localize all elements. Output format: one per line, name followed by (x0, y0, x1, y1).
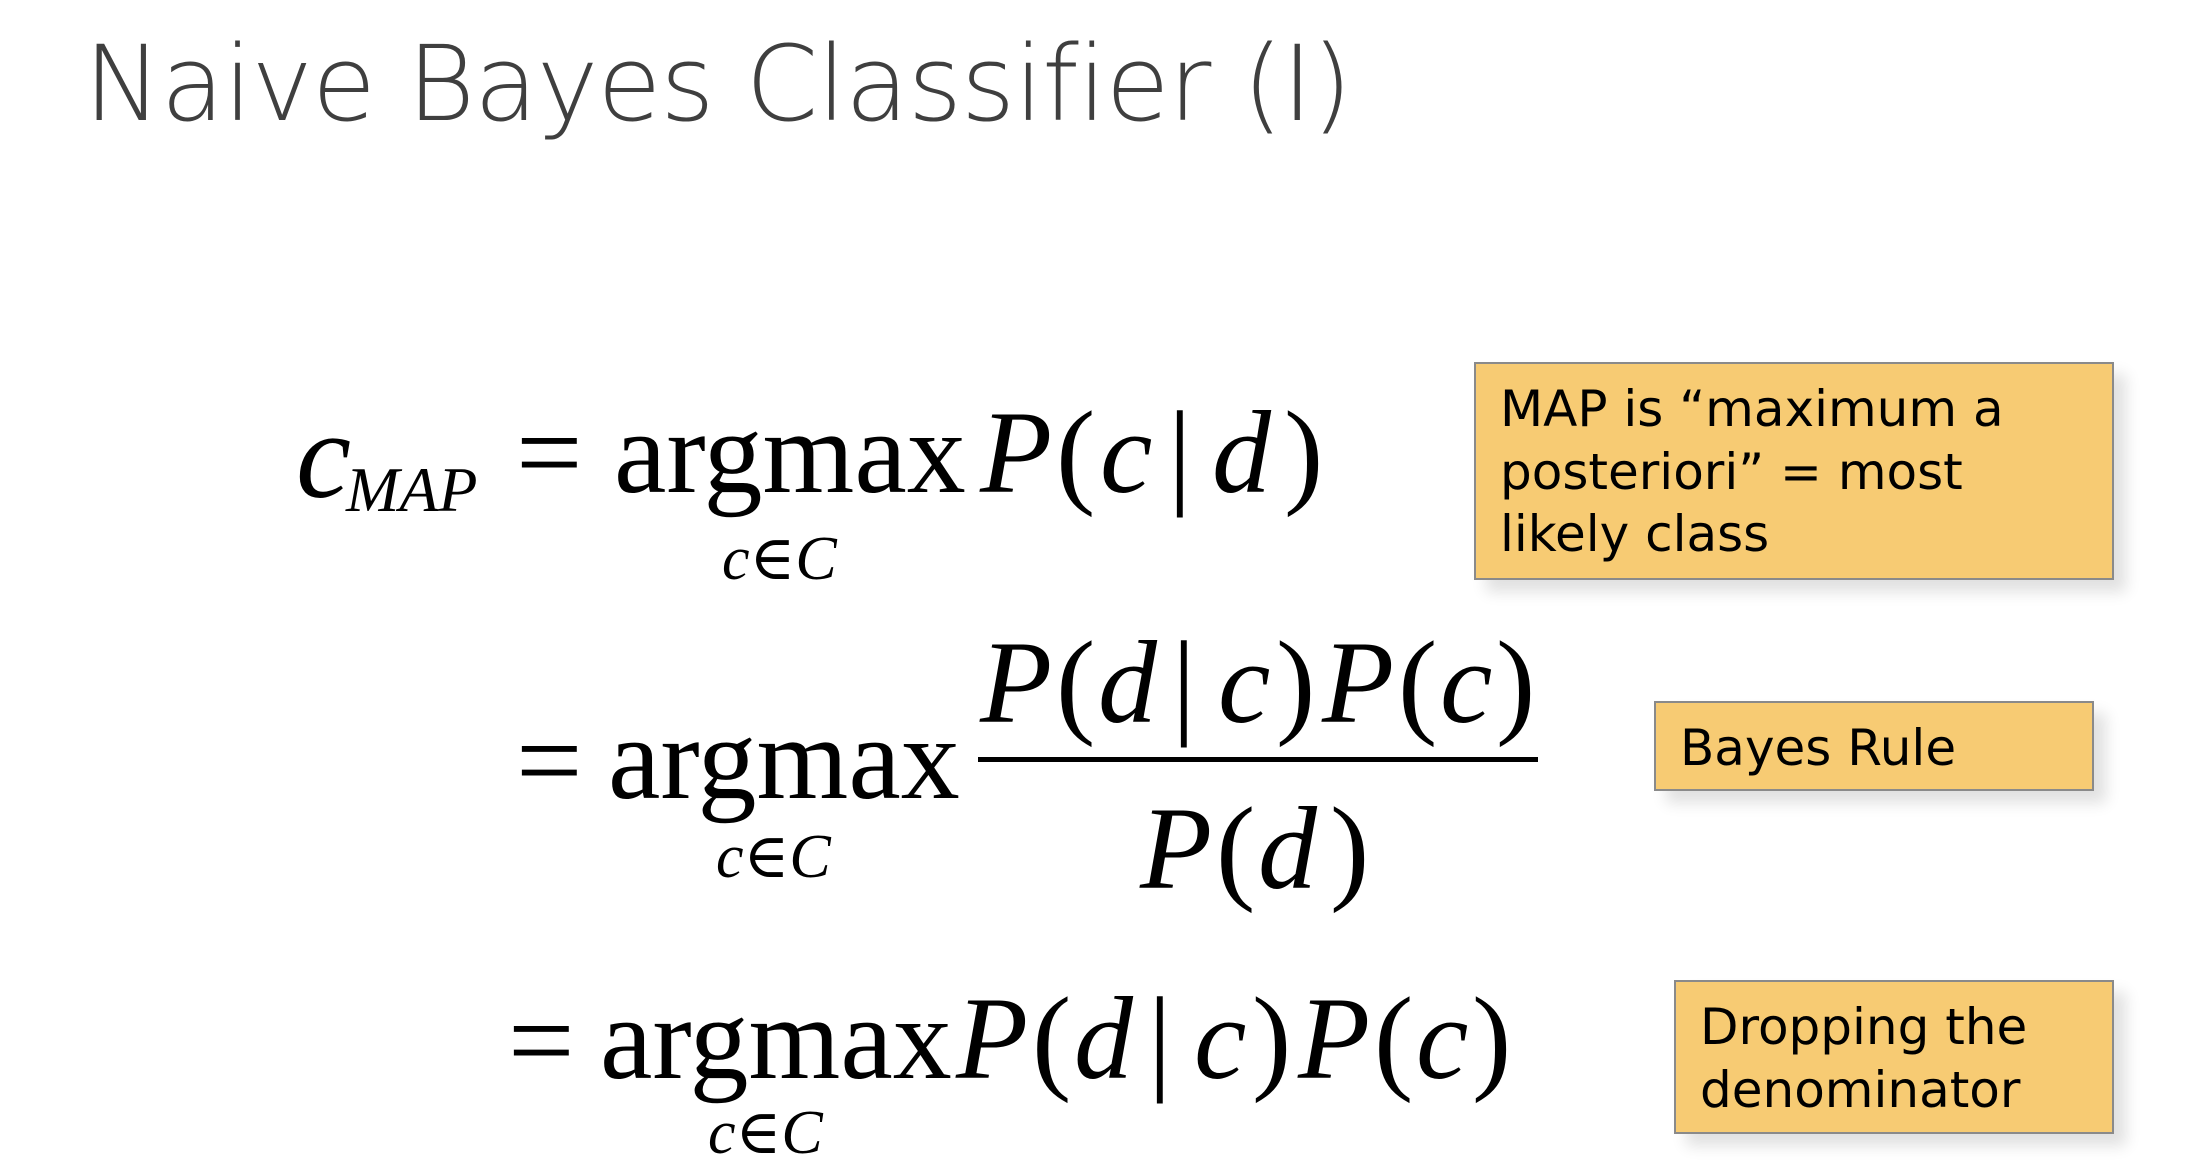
equals-sign: = (508, 975, 575, 1106)
numerator-prob-2: P (1322, 617, 1395, 748)
prob-symbol-2: P (1298, 973, 1371, 1104)
lhs-variable: c (296, 387, 352, 524)
prob-symbol: P (980, 387, 1053, 518)
numerator-var-c2: c (1440, 617, 1493, 748)
note-drop-line-2: denominator (1700, 1060, 2021, 1119)
numerator-prob-1: P (980, 617, 1053, 748)
note-bayes-rule: Bayes Rule (1654, 701, 2094, 791)
denominator-var-d: d (1258, 783, 1317, 914)
denominator-prob: P (1140, 783, 1213, 914)
argmax-subscript: c∈C (722, 525, 837, 593)
numerator-var-d: d (1098, 617, 1157, 748)
numerator-paren-open-2: ( (1398, 617, 1438, 748)
given-bar: | (1148, 973, 1172, 1104)
note-map: MAP is “maximum a posteriori” = most lik… (1474, 362, 2114, 580)
paren-open: ( (1056, 387, 1096, 518)
numerator-given-bar: | (1172, 617, 1196, 748)
paren-close: ) (1284, 387, 1324, 518)
equals-sign: = (516, 695, 583, 826)
numerator-paren-open-1: ( (1056, 617, 1096, 748)
given-bar: | (1168, 387, 1192, 518)
slide-title: Naive Bayes Classifier (I) (84, 23, 1352, 145)
numerator-paren-close-1: ) (1276, 617, 1316, 748)
fraction-bar (978, 757, 1538, 762)
note-map-line-2: posteriori” = most (1500, 442, 1963, 501)
note-map-line-3: likely class (1500, 505, 1770, 563)
equals-sign: = (516, 387, 583, 518)
paren-open-2: ( (1374, 973, 1414, 1104)
var-c: c (1100, 387, 1153, 518)
note-dropping-denominator: Dropping the denominator (1674, 980, 2114, 1134)
numerator-var-c: c (1218, 617, 1271, 748)
paren-close-2: ) (1472, 973, 1512, 1104)
note-drop-line-1: Dropping the (1700, 998, 2028, 1056)
var-c2: c (1416, 973, 1469, 1104)
var-d: d (1212, 387, 1271, 518)
argmax-subscript: c∈C (708, 1099, 823, 1167)
lhs-subscript: MAP (346, 454, 478, 525)
numerator-paren-close-2: ) (1496, 617, 1536, 748)
note-bayes-line-1: Bayes Rule (1680, 719, 1957, 777)
denominator-paren-open: ( (1216, 783, 1256, 914)
argmax-operator: argmax (600, 973, 952, 1104)
note-map-line-1: MAP is “maximum a (1500, 380, 2004, 438)
var-d: d (1074, 973, 1133, 1104)
argmax-operator: argmax (608, 693, 960, 824)
argmax-subscript: c∈C (716, 823, 831, 891)
paren-open-1: ( (1032, 973, 1072, 1104)
paren-close-1: ) (1252, 973, 1292, 1104)
var-c: c (1194, 973, 1247, 1104)
denominator-paren-close: ) (1330, 783, 1370, 914)
prob-symbol-1: P (956, 973, 1029, 1104)
argmax-operator: argmax (614, 387, 966, 518)
